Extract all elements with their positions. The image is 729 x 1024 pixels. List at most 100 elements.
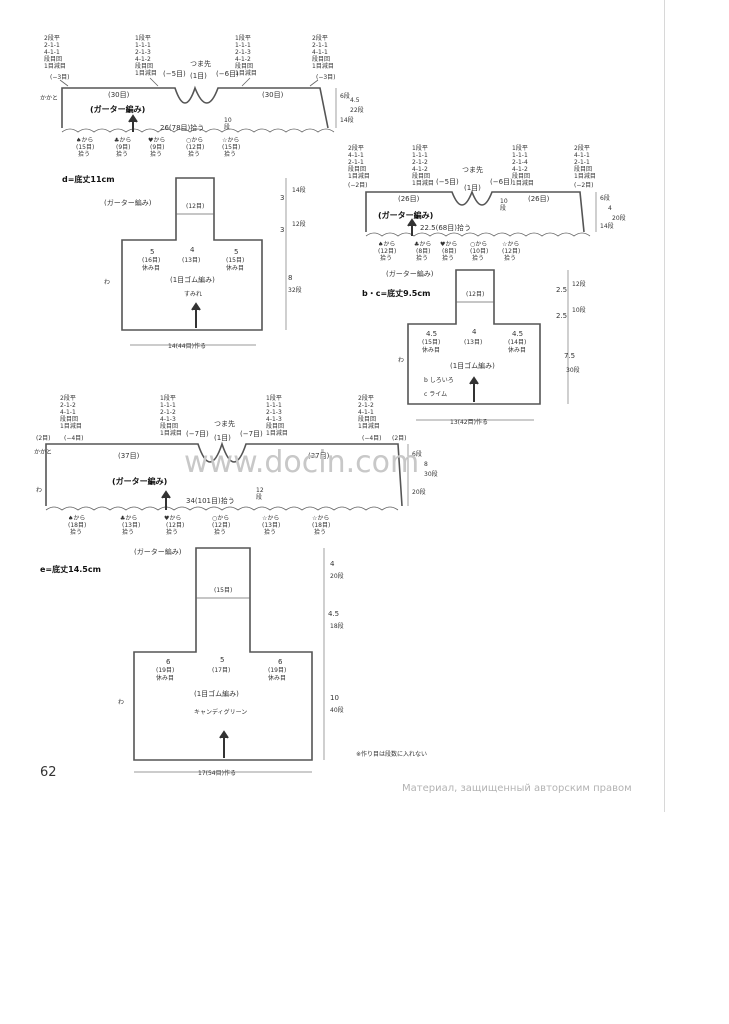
center-right-dec: (−7目) xyxy=(240,430,263,438)
pick-text: (18目) xyxy=(312,522,330,529)
e-steps-left: 2段平 2-1-2 4-1-1 段目回 1目減目 (−4目) xyxy=(60,394,84,442)
step-text: (−2目) xyxy=(348,182,368,189)
toe-count: (1目) xyxy=(464,184,481,192)
step-text: 段目回 xyxy=(235,62,253,70)
toe-label: つま先 xyxy=(190,59,211,68)
pick-text: ♠から xyxy=(68,515,85,522)
hold-text: 休み目 xyxy=(226,264,244,272)
step-text: 1-1-1 xyxy=(235,42,251,49)
yarn-color: すみれ xyxy=(184,291,202,298)
knit-direction-arrow xyxy=(161,490,171,510)
dim-text: 7.5 xyxy=(564,352,575,360)
step-text: 2-1-3 xyxy=(235,49,251,56)
diagram-bc: 2段平 4-1-1 2-1-1 段目回 1目減目 (−2目) 1段平 1-1-1… xyxy=(348,144,626,426)
step-text: 1段平 xyxy=(160,394,176,402)
slipper-outline xyxy=(45,441,403,507)
step-text: 1目減目 xyxy=(266,429,288,437)
cast-on-label: 17(54目)作る xyxy=(198,769,236,777)
dim-text: 14段 xyxy=(600,222,614,230)
pickup-label: 22.5(68目)拾う xyxy=(420,223,471,232)
sock-outline xyxy=(121,177,263,331)
edge-left-count: (2目) xyxy=(36,435,51,442)
pick-text: 拾う xyxy=(78,150,90,158)
garter-label: (ガーター編み) xyxy=(378,210,433,220)
pick-text: ♠から xyxy=(378,241,395,248)
knit-direction-arrow xyxy=(219,730,229,758)
step-text: 4-1-1 xyxy=(312,49,328,56)
step-text: 1-1-1 xyxy=(135,42,151,49)
pick-text: 拾う xyxy=(150,150,162,158)
wa-label-top: わ xyxy=(36,487,42,494)
hold-text: 5 xyxy=(150,248,154,256)
step-text: 1段平 xyxy=(266,394,282,402)
inner-dim: 12 xyxy=(256,487,264,494)
step-text: 2-1-2 xyxy=(160,409,176,416)
step-text: 1目減目 xyxy=(358,422,380,430)
hold-text: 4.5 xyxy=(512,330,523,338)
pick-text: (10目) xyxy=(470,248,488,255)
pick-text: ♣から xyxy=(414,241,431,248)
rib-label: (1目ゴム編み) xyxy=(450,361,495,370)
dim-text: 6段 xyxy=(412,450,422,458)
step-text: (−2目) xyxy=(574,182,594,189)
bc-steps-left: 2段平 4-1-1 2-1-1 段目回 1目減目 (−2目) xyxy=(348,144,370,189)
center-left-dec: (−5目) xyxy=(436,178,459,186)
toe-label: つま先 xyxy=(214,419,235,428)
dim-text: 18段 xyxy=(330,622,344,630)
diagram-title: d=底丈11cm xyxy=(62,174,115,184)
pickup-edge xyxy=(61,128,335,133)
step-text: (−4目) xyxy=(362,435,382,442)
pick-text: ☆から xyxy=(222,137,239,144)
bc-steps-cr: 1段平 1-1-1 2-1-4 4-1-2 段目回 1目減目 xyxy=(512,144,534,187)
yarn-color-b: b しろいろ xyxy=(424,377,454,384)
step-text: 1段平 xyxy=(235,34,251,42)
sock-center-count: (12目) xyxy=(466,291,484,298)
step-text: 1目減目 xyxy=(60,422,82,430)
step-text: 段目回 xyxy=(512,172,530,180)
step-text: 2-1-2 xyxy=(60,402,76,409)
center-left-dec: (−5目) xyxy=(163,70,186,78)
step-text: 4-1-3 xyxy=(160,416,176,423)
e-steps-cr: 1段平 1-1-1 2-1-3 4-1-3 段目回 1目減目 xyxy=(266,394,288,437)
sock-center-count: (12目) xyxy=(186,203,204,210)
cast-on-label: 14(44目)作る xyxy=(168,342,206,350)
dim-text: 3 xyxy=(280,194,284,202)
dim-text: 4 xyxy=(330,560,335,568)
dim-text: 32段 xyxy=(288,286,302,294)
leader-line xyxy=(59,77,319,87)
step-text: 2-1-1 xyxy=(574,159,590,166)
step-text: 1-1-1 xyxy=(266,402,282,409)
pick-text: 拾う xyxy=(504,254,516,262)
pick-text: 拾う xyxy=(122,528,134,536)
step-text: 1-1-1 xyxy=(412,152,428,159)
step-text: 段目回 xyxy=(574,165,592,173)
slipper-outline xyxy=(61,85,329,129)
cast-on-label: 13(42目)作る xyxy=(450,418,488,426)
wa-label: わ xyxy=(104,279,110,286)
dim-text: 40段 xyxy=(330,706,344,714)
page-edge xyxy=(664,0,665,812)
dim-text: 20段 xyxy=(330,572,344,580)
knit-direction-arrow xyxy=(128,114,138,132)
slipper-outline xyxy=(365,189,585,233)
dim-text: 14段 xyxy=(292,186,306,194)
dim-text: 30段 xyxy=(424,470,438,478)
pick-text: ♣から xyxy=(120,515,137,522)
pick-text: (15目) xyxy=(222,144,240,151)
dim-text: 10段 xyxy=(572,306,586,314)
step-text: 段目回 xyxy=(266,422,284,430)
step-text: 段目回 xyxy=(312,55,330,63)
pick-text: 拾う xyxy=(188,150,200,158)
hold-text: 休み目 xyxy=(508,346,526,354)
pick-text: 拾う xyxy=(380,254,392,262)
step-text: 段目回 xyxy=(358,415,376,423)
pickup-edge xyxy=(45,506,399,511)
hold-text: (15目) xyxy=(226,257,244,264)
watermark: www.docin.com xyxy=(184,445,419,480)
step-text: 2-1-2 xyxy=(358,402,374,409)
top-left-count: (30目) xyxy=(108,91,130,99)
dim-text: 2.5 xyxy=(556,286,567,294)
hold-text: (19目) xyxy=(268,667,286,674)
hold-text: 4 xyxy=(190,246,195,254)
bc-pick-marks: ♠から (12目) 拾う ♣から (8目) 拾う ♥から (8目) 拾う ○から… xyxy=(378,241,520,262)
